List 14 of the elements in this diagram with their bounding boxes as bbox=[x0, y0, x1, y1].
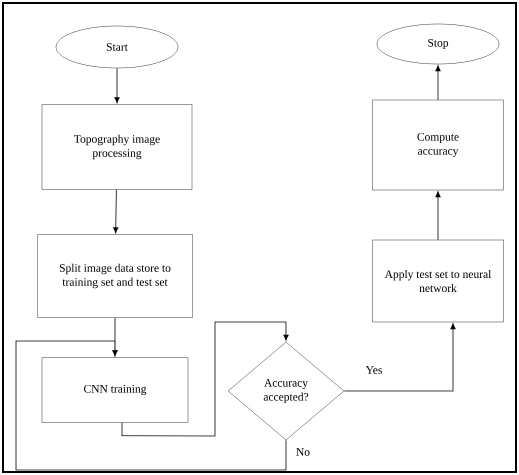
process-box: Compute accuracy bbox=[372, 100, 504, 190]
arrow bbox=[435, 65, 441, 100]
arrow bbox=[344, 323, 456, 392]
process-box: Split image data store to training set and test set bbox=[37, 234, 193, 318]
arrow bbox=[113, 189, 118, 234]
edge-label: Yes bbox=[364, 365, 384, 375]
arrow bbox=[435, 191, 441, 240]
process-box: Apply test set to neural network bbox=[372, 240, 504, 322]
process-box: Topography image processing bbox=[42, 104, 192, 190]
arrow bbox=[16, 340, 286, 470]
process-box: CNN training bbox=[42, 357, 188, 423]
arrow bbox=[122, 322, 289, 436]
edge-label: No bbox=[294, 447, 312, 457]
arrow bbox=[114, 68, 120, 104]
